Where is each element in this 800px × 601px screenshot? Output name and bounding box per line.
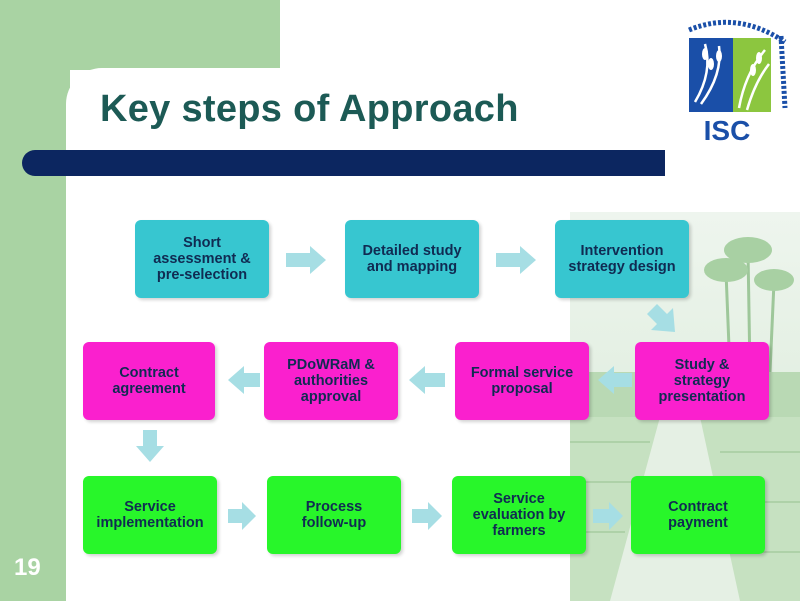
slide-title: Key steps of Approach	[100, 88, 519, 130]
page-number: 19	[14, 554, 41, 581]
step-service-implementation: Service implementation	[83, 476, 217, 554]
arrow-left-icon	[598, 366, 632, 394]
left-green-band	[0, 0, 70, 601]
step-short-assessment: Short assessment & pre-selection	[135, 220, 269, 298]
step-contract-agreement: Contract agreement	[83, 342, 215, 420]
arrow-down-icon	[136, 430, 164, 462]
arrow-right-icon	[593, 502, 623, 530]
step-study-presentation: Study & strategy presentation	[635, 342, 769, 420]
arrow-right-icon	[412, 502, 442, 530]
arrow-right-icon	[496, 246, 536, 274]
arrow-right-icon	[286, 246, 326, 274]
arrow-left-icon	[409, 366, 445, 394]
step-detailed-study: Detailed study and mapping	[345, 220, 479, 298]
top-green-band	[70, 0, 280, 70]
step-intervention-strategy: Intervention strategy design	[555, 220, 689, 298]
step-service-evaluation: Service evaluation by farmers	[452, 476, 586, 554]
step-authorities-approval: PDoWRaM & authorities approval	[264, 342, 398, 420]
step-formal-service-proposal: Formal service proposal	[455, 342, 589, 420]
title-underline-bar	[22, 150, 665, 176]
arrow-down-right-icon	[647, 304, 675, 332]
arrow-left-icon	[228, 366, 260, 394]
step-process-follow-up: Process follow-up	[267, 476, 401, 554]
logo-text: ISC	[704, 115, 751, 146]
isc-logo: ISC	[688, 19, 788, 146]
step-contract-payment: Contract payment	[631, 476, 765, 554]
arrow-right-icon	[228, 502, 256, 530]
